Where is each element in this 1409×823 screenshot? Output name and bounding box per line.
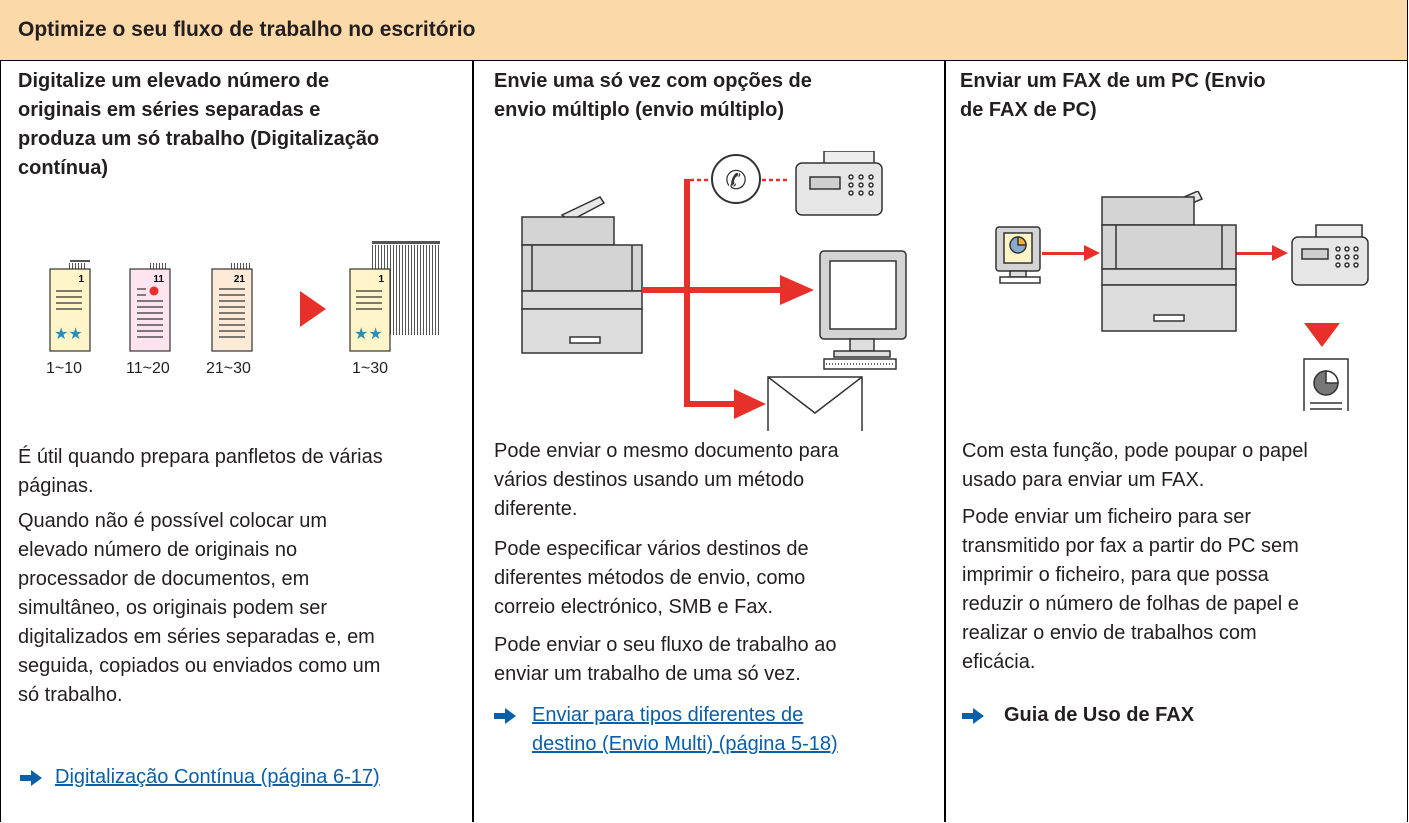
arrow-right-icon [962, 708, 984, 724]
printer-icon [1101, 191, 1237, 332]
text-line: É útil quando prepara panfletos de vária… [18, 446, 383, 468]
computer-icon [995, 226, 1041, 284]
text-line: vários destinos usando um método [494, 469, 805, 491]
text-line: eficácia. [962, 651, 1036, 673]
sheet-number: 11 [153, 274, 164, 285]
page-range-label: 1~10 [46, 360, 82, 377]
description-paragraph: É útil quando prepara panfletos de vária… [18, 443, 383, 501]
fax-icon [1291, 224, 1369, 286]
title-line: de FAX de PC) [960, 99, 1097, 121]
title-line: contínua) [18, 157, 108, 179]
pc-fax-illustration [995, 191, 1369, 411]
text-line: realizar o envio de trabalhos com [962, 622, 1257, 644]
text-line: Com esta função, pode poupar o papel [962, 440, 1308, 462]
description-paragraph: Pode enviar o mesmo documento para vário… [494, 437, 839, 524]
send-arrows [1042, 245, 1340, 347]
title-line: originais em séries separadas e [18, 99, 321, 121]
svg-text:✆: ✆ [725, 166, 747, 196]
text-line: digitalizados em séries separadas e, em [18, 626, 375, 648]
text-line: reduzir o número de folhas de papel e [962, 593, 1299, 615]
original-stack-1: 1 ★★ [49, 260, 91, 352]
sheet-number: 1 [78, 274, 84, 285]
text-line: Quando não é possível colocar um [18, 510, 328, 532]
description-paragraph: Pode enviar um ficheiro para ser transmi… [962, 503, 1299, 677]
section-header: Optimize o seu fluxo de trabalho no escr… [0, 0, 1407, 61]
section-title: Optimize o seu fluxo de trabalho no escr… [18, 18, 476, 41]
link-line[interactable]: Enviar para tipos diferentes de [532, 704, 804, 726]
text-line: correio electrónico, SMB e Fax. [494, 596, 773, 618]
arrow-right-icon [494, 708, 516, 724]
document-icon [1303, 358, 1349, 411]
title-line: produza um só trabalho (Digitalização [18, 128, 380, 150]
star-icon: ★★ [354, 324, 383, 343]
fax-icon [795, 151, 883, 216]
text-line: imprimir o ficheiro, para que possa [962, 564, 1269, 586]
text-line: simultâneo, os originais podem ser [18, 597, 328, 619]
printer-icon [521, 196, 643, 354]
description-paragraph: Com esta função, pode poupar o papel usa… [962, 437, 1308, 495]
text-line: transmitido por fax a partir do PC sem [962, 535, 1299, 557]
description-paragraph: Quando não é possível colocar um elevado… [18, 507, 380, 710]
output-stack: 1 ★★ [349, 241, 440, 352]
column-title: Enviar um FAX de um PC (Envio de FAX de … [960, 67, 1266, 125]
original-stack-3: 21 [211, 263, 253, 352]
original-stack-2: 11 [129, 263, 171, 352]
column-title: Digitalize um elevado número de originai… [18, 67, 379, 183]
page-range-label: 1~30 [352, 360, 388, 377]
text-line: diferente. [494, 498, 578, 520]
phone-icon: ✆ [711, 154, 761, 204]
title-line: Envie uma só vez com opções de [494, 70, 812, 92]
multi-sending-illustration: ✆ [521, 151, 907, 431]
text-line: enviar um trabalho de uma só vez. [494, 663, 801, 685]
text-line: Pode enviar o mesmo documento para [494, 440, 839, 462]
text-line: só trabalho. [18, 684, 123, 706]
text-line: usado para enviar um FAX. [962, 469, 1205, 491]
email-icon [767, 376, 863, 431]
text-line: seguida, copiados ou enviados como um [18, 655, 381, 677]
arrow-right-icon [20, 770, 42, 786]
text-line: diferentes métodos de envio, como [494, 567, 806, 589]
arrow-icon [300, 291, 326, 327]
page-range-label: 11~20 [126, 360, 170, 377]
description-paragraph: Pode especificar vários destinos de dife… [494, 535, 809, 622]
column-continuous-scan: Digitalize um elevado número de originai… [0, 61, 474, 822]
column-pc-fax: Enviar um FAX de um PC (Envio de FAX de … [946, 61, 1408, 822]
star-icon: ★★ [54, 324, 83, 343]
title-line: Digitalize um elevado número de [18, 70, 330, 92]
column-title: Envie uma só vez com opções de envio múl… [494, 67, 812, 125]
continuous-scan-link[interactable]: Digitalização Contínua (página 6-17) [55, 766, 380, 788]
text-line: Pode enviar um ficheiro para ser [962, 506, 1252, 528]
text-line: processador de documentos, em [18, 568, 310, 590]
text-line: Pode especificar vários destinos de [494, 538, 809, 560]
continuous-scan-illustration: 1 ★★ 11 21 [46, 241, 440, 377]
description-paragraph: Pode enviar o seu fluxo de trabalho ao e… [494, 631, 836, 689]
page-range-label: 21~30 [206, 360, 251, 377]
title-line: envio múltiplo (envio múltiplo) [494, 99, 784, 121]
text-line: elevado número de originais no [18, 539, 298, 561]
sheet-number: 1 [378, 274, 384, 285]
computer-icon [819, 250, 907, 370]
column-multi-sending: Envie uma só vez com opções de envio múl… [474, 61, 946, 822]
multi-send-link[interactable]: Enviar para tipos diferentes de destino … [532, 701, 838, 759]
send-arrows [642, 179, 814, 419]
fax-guide-link[interactable]: Guia de Uso de FAX [1004, 704, 1195, 726]
sheet-number: 21 [234, 274, 246, 285]
text-line: páginas. [18, 475, 94, 497]
link-line[interactable]: destino (Envio Multi) (página 5-18) [532, 733, 838, 755]
text-line: Pode enviar o seu fluxo de trabalho ao [494, 634, 837, 656]
title-line: Enviar um FAX de um PC (Envio [960, 70, 1266, 92]
